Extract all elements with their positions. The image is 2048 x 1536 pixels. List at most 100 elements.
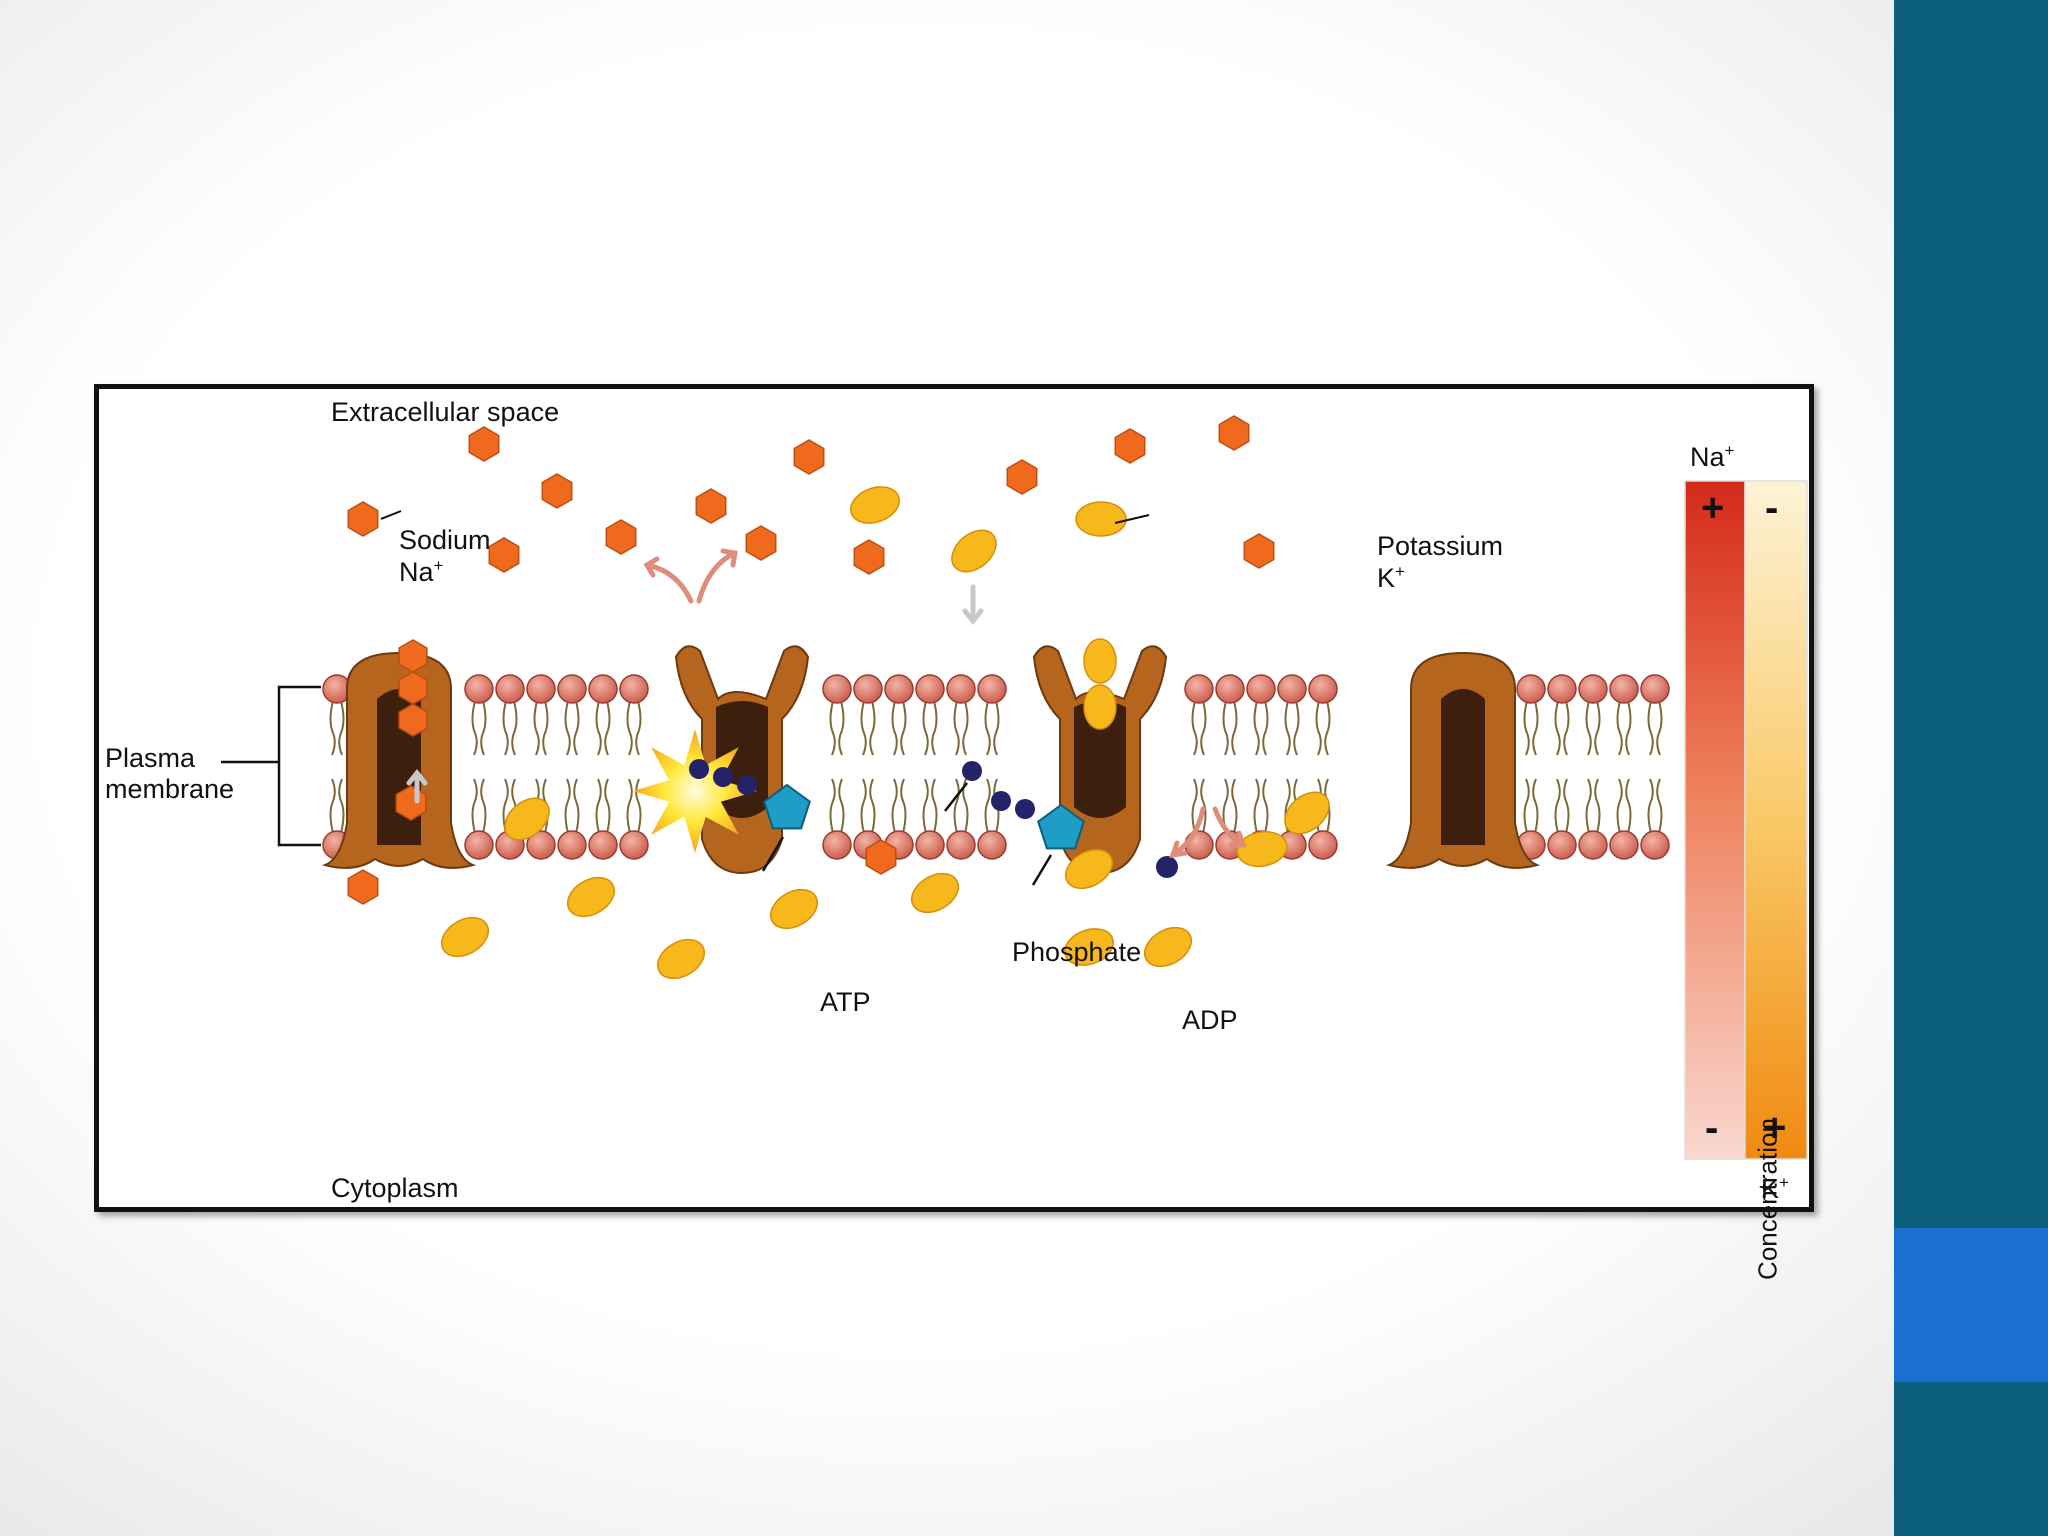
- na-low-sign: -: [1705, 1106, 1719, 1150]
- pump-potassium-release: [1385, 651, 1541, 869]
- adp-molecule: [1037, 803, 1085, 850]
- phospholipid: [822, 778, 852, 860]
- arrow-phosphate-release: [1169, 806, 1206, 859]
- phospholipid: [464, 778, 494, 860]
- potassium-ion: [910, 872, 960, 914]
- phospholipid: [1640, 778, 1670, 860]
- sodium-gradient-bar: [1684, 480, 1746, 1160]
- sodium-ion: [865, 839, 897, 875]
- phospholipid: [1640, 674, 1670, 756]
- phospholipid: [1184, 674, 1214, 756]
- extracellular-label: Extracellular space: [331, 397, 560, 427]
- sodium-ion: [541, 473, 573, 509]
- phospholipid: [526, 674, 556, 756]
- phospholipid: [1215, 674, 1245, 756]
- concentration-gradient: [1684, 480, 1808, 1160]
- phospholipid: [1609, 674, 1639, 756]
- phospholipid: [557, 674, 587, 756]
- sodium-ion: [605, 519, 637, 555]
- arrow-potassium-release: [1212, 806, 1247, 848]
- phospholipid: [619, 674, 649, 756]
- phospholipid: [946, 778, 976, 860]
- cytoplasm-label: Cytoplasm: [331, 1173, 459, 1203]
- atp-molecule: [763, 783, 811, 830]
- adp-label: ADP: [1182, 1005, 1238, 1035]
- potassium-gradient-bar: [1744, 480, 1808, 1160]
- phospholipid: [853, 674, 883, 756]
- phospholipid: [495, 674, 525, 756]
- atp-label: ATP: [820, 987, 871, 1017]
- sodium-ion: [793, 439, 825, 475]
- potassium-ion: [1143, 926, 1193, 968]
- phospholipid: [1547, 778, 1577, 860]
- phospholipid: [1578, 674, 1608, 756]
- phosphate-group: [991, 791, 1011, 811]
- phospholipid: [1609, 778, 1639, 860]
- potassium-ion: [850, 486, 900, 524]
- sodium-ion-bound: [398, 703, 428, 737]
- plasma-membrane-bracket: [221, 685, 321, 847]
- sodium-ion: [695, 488, 727, 524]
- phospholipid: [1246, 674, 1276, 756]
- phospholipid: [1547, 674, 1577, 756]
- sodium-ion: [468, 426, 500, 462]
- phospholipid: [1308, 674, 1338, 756]
- phospholipid: [1277, 674, 1307, 756]
- potassium-ion: [656, 938, 706, 980]
- phospholipid: [977, 778, 1007, 860]
- pump-sodium-binding: [321, 651, 477, 869]
- arrow-sodium-release-left: [643, 556, 694, 604]
- sodium-ion: [1114, 428, 1146, 464]
- phospholipid: [1184, 778, 1214, 860]
- sodium-ion-bound: [398, 639, 428, 673]
- potassium-ion-bound: [1083, 638, 1117, 684]
- potassium-ion: [1064, 848, 1114, 890]
- sodium-ion: [347, 501, 379, 537]
- phosphate-group: [737, 775, 757, 795]
- ions: [347, 415, 1330, 980]
- phosphate-group: [1015, 799, 1035, 819]
- sodium-ion: [488, 537, 520, 573]
- phospholipid: [557, 778, 587, 860]
- arrow-potassium-enter: [962, 584, 984, 626]
- phospholipid: [822, 674, 852, 756]
- sodium-ion: [347, 869, 379, 905]
- potassium-ion: [1284, 791, 1330, 835]
- sodium-ion: [745, 525, 777, 561]
- phosphate-label: Phosphate: [1012, 937, 1142, 967]
- arrow-sodium-enter: [406, 768, 428, 804]
- potassium-ion: [566, 876, 616, 918]
- phospholipid: [1516, 674, 1546, 756]
- potassium-ion: [951, 529, 997, 573]
- sodium-ion: [395, 785, 427, 821]
- potassium-ion-bound: [1083, 684, 1117, 730]
- k-high-sign: +: [1763, 1106, 1787, 1150]
- sodium-ion: [853, 539, 885, 575]
- free-phosphate: [1156, 856, 1178, 878]
- potassium-ion: [1075, 501, 1127, 537]
- gradient-top-label: Na+: [1690, 441, 1735, 472]
- potassium-ion: [440, 916, 490, 958]
- phospholipid: [619, 778, 649, 860]
- sodium-ion: [1243, 533, 1275, 569]
- phosphate-group: [713, 767, 733, 787]
- phospholipid: [588, 674, 618, 756]
- potassium-ion: [1064, 928, 1114, 966]
- phospholipid: [1578, 778, 1608, 860]
- potassium-ion: [769, 888, 819, 930]
- phospholipid: [884, 674, 914, 756]
- sodium-potassium-pump-diagram: [221, 415, 1808, 1160]
- sodium-ion: [1006, 459, 1038, 495]
- phospholipid: [946, 674, 976, 756]
- phosphate-group: [962, 761, 982, 781]
- phospholipid: [977, 674, 1007, 756]
- slide-side-accent: [1894, 1228, 2048, 1382]
- na-high-sign: +: [1701, 486, 1725, 530]
- k-low-sign: -: [1765, 486, 1779, 530]
- phospholipid: [915, 778, 945, 860]
- arrow-sodium-release-right: [696, 548, 738, 604]
